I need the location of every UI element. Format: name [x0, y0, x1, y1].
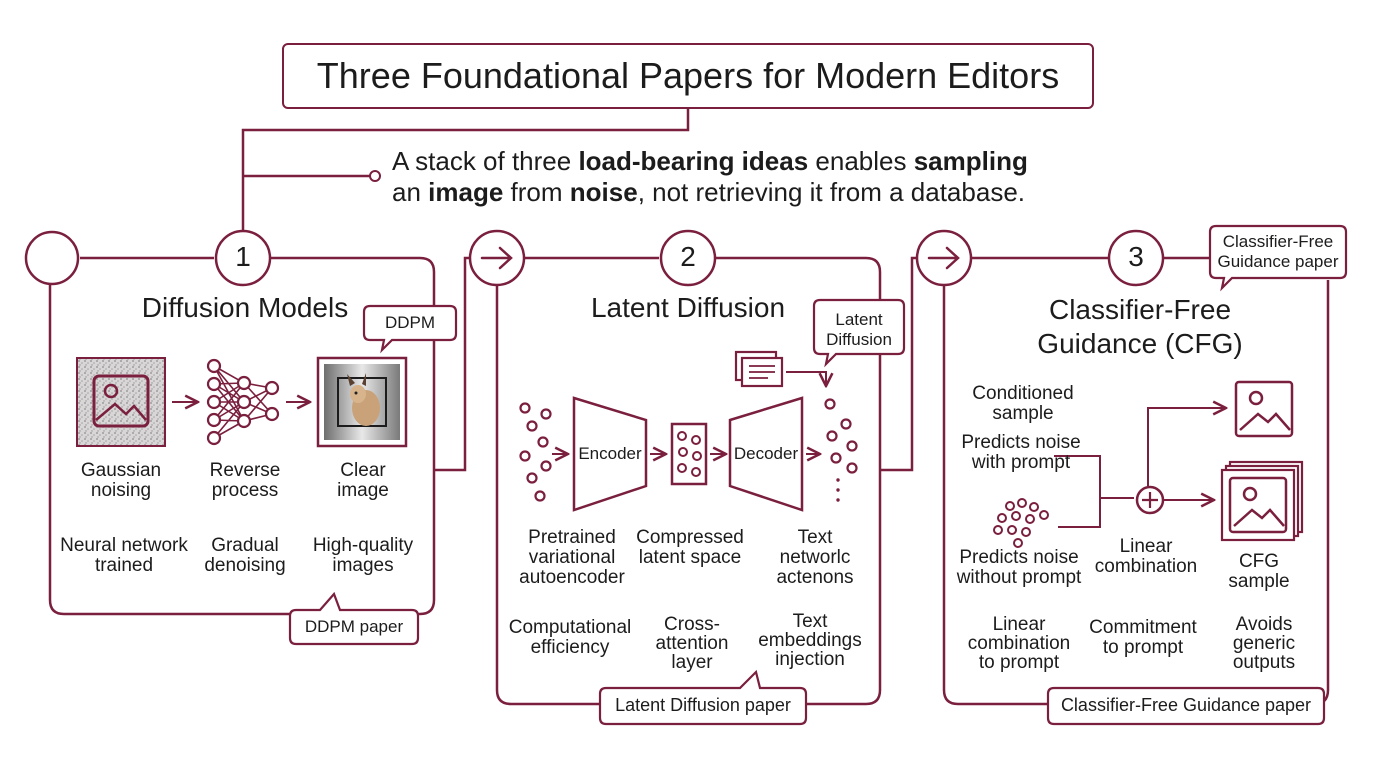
- ddpm-callout-label: DDPM: [384, 313, 436, 332]
- title-connector: [241, 109, 690, 230]
- input-dots-icon: [519, 402, 552, 502]
- panel-1-start-circle: [24, 230, 80, 286]
- decoder-shape: [728, 396, 804, 512]
- ddpm-paper-label: DDPM paper: [304, 617, 404, 636]
- latent-space-icon: [670, 422, 708, 486]
- noise-dots-icon: [993, 498, 1049, 548]
- panel-1-title: Diffusion Models: [141, 292, 349, 323]
- gaussian-noise-icon: [76, 357, 166, 447]
- cfg-sample-icon: [1220, 460, 1304, 542]
- clear-image-icon: [316, 356, 408, 448]
- link-1-2: [434, 256, 475, 472]
- panel-3-number-circle: [1107, 229, 1165, 287]
- panel-2-title: Latent Diffusion: [590, 292, 786, 323]
- cfg-paper-label: Classifier-Free Guidance paper: [1060, 695, 1312, 715]
- cfg-paper-callout: [1208, 224, 1348, 292]
- panel-1-number-circle: [214, 229, 272, 287]
- diagram-title: Three Foundational Papers for Modern Edi…: [282, 43, 1094, 109]
- output-dots-icon: [824, 398, 858, 474]
- text-document-icon: [734, 350, 784, 388]
- cfg-paper-tag: [1046, 686, 1326, 726]
- panel-1-number: 1: [235, 241, 251, 272]
- ddpm-paper-tag: [288, 591, 420, 646]
- panel-2-number: 2: [680, 241, 696, 272]
- neural-network-icon: [206, 358, 280, 446]
- latent-diffusion-paper-tag: [598, 669, 808, 726]
- latent-diffusion-paper-label: Latent Diffusion paper: [615, 695, 791, 715]
- encoder-label: Encoder: [578, 444, 642, 463]
- conditioned-image-icon: [1234, 380, 1294, 438]
- decoder-label: Decoder: [733, 444, 799, 463]
- panel-3-number: 3: [1128, 241, 1144, 272]
- thesis-statement: A stack of three load-bearing ideas enab…: [392, 146, 1028, 208]
- encoder-shape: [572, 396, 648, 512]
- ddpm-callout: [362, 304, 458, 354]
- panel-2-number-circle: [659, 229, 717, 287]
- panel-1-frame: [48, 256, 436, 616]
- latent-diffusion-callout: [812, 298, 906, 368]
- panel-2-frame: [495, 256, 882, 706]
- ellipsis-dots-icon: [836, 478, 840, 502]
- link-2-3: [880, 256, 918, 472]
- linear-combination-plus-icon: [1135, 485, 1165, 515]
